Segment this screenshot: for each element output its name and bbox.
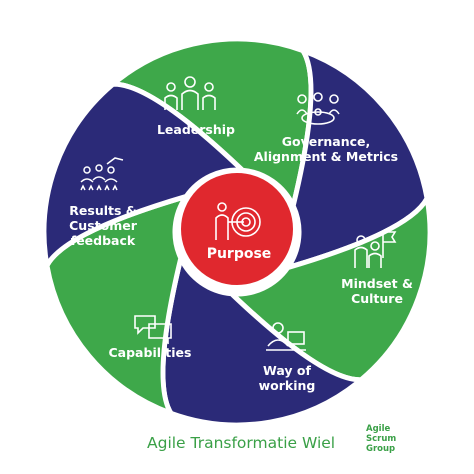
chat-bubbles-icon bbox=[134, 315, 172, 344]
segment-label-leadership: Leadership bbox=[156, 122, 236, 137]
segment-label-results: Results & Customer feedback bbox=[69, 203, 137, 248]
segment-mindset bbox=[229, 195, 433, 383]
logo-line-3: Group bbox=[366, 444, 396, 454]
rating-stars-icon bbox=[80, 157, 124, 191]
logo-line-1: Agile bbox=[366, 424, 391, 434]
segment-capabilities bbox=[44, 193, 189, 416]
segment-label-mindset: Mindset & Culture bbox=[341, 276, 413, 306]
target-person-icon bbox=[215, 202, 261, 240]
segment-way-of-working bbox=[160, 255, 364, 428]
meeting-table-icon bbox=[296, 92, 340, 125]
leaders-group-icon bbox=[164, 76, 216, 110]
center-label: Purpose bbox=[206, 246, 272, 262]
center-circle bbox=[177, 169, 297, 289]
logo-line-2: Scrum bbox=[366, 434, 397, 444]
segment-label-capabilities: Capabilities bbox=[108, 345, 192, 360]
segment-label-governance: Governance, Alignment & Metrics bbox=[253, 134, 399, 164]
laptop-worker-icon bbox=[266, 322, 306, 351]
diagram-caption: Agile Transformatie Wiel bbox=[147, 434, 336, 452]
segment-label-way-of-working: Way of working bbox=[258, 363, 316, 393]
agile-scrum-group-logo: Agile Scrum Group bbox=[366, 424, 414, 454]
segment-governance bbox=[285, 48, 430, 271]
flag-team-icon bbox=[354, 231, 397, 268]
